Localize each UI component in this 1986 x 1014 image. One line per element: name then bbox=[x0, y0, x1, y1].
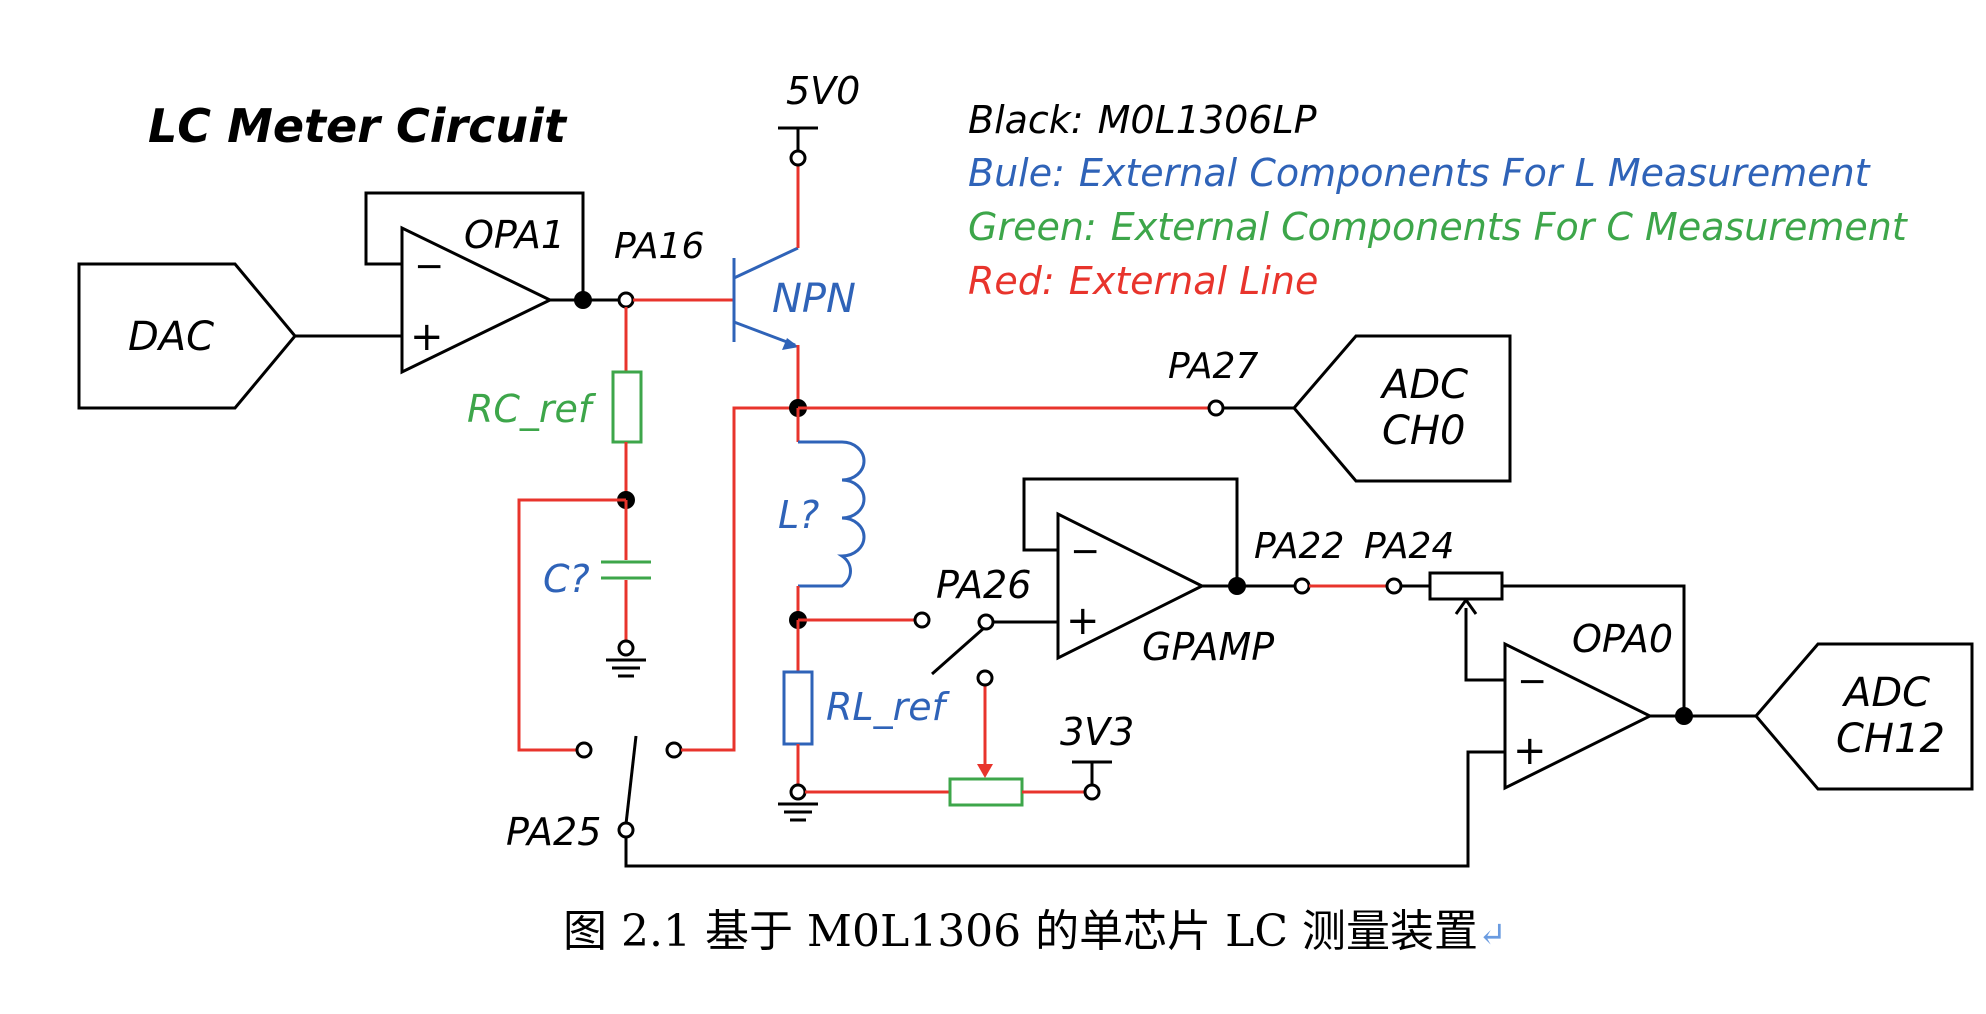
opa0-amplifier: − + OPA0 bbox=[1503, 617, 1673, 791]
legend-green: Green:External Components For C Measurem… bbox=[968, 205, 1909, 249]
pa26-label: PA26 bbox=[936, 563, 1031, 607]
diagram-title: LC Meter Circuit bbox=[148, 99, 568, 153]
pa22-pin bbox=[1293, 577, 1311, 595]
dac-label: DAC bbox=[128, 314, 214, 360]
pa24-pin bbox=[1385, 577, 1403, 595]
gpamp-label: GPAMP bbox=[1142, 625, 1274, 669]
pa25-label: PA25 bbox=[506, 810, 601, 854]
npn-transistor: NPN bbox=[732, 246, 856, 350]
legend-black: Black:M0L1306LP bbox=[968, 98, 1317, 142]
l-unknown-inductor: L? bbox=[778, 440, 866, 588]
pa16-pin bbox=[617, 291, 635, 309]
dac-block: DAC bbox=[77, 262, 297, 410]
figure-caption: 图 2.1 基于 M0L1306 的单芯片 LC 测量装置↵ bbox=[563, 906, 1507, 957]
return-mark-icon: ↵ bbox=[1478, 915, 1507, 955]
rc-ref-label: RC_ref bbox=[467, 387, 597, 431]
rl-ref-resistor: RL_ref bbox=[782, 670, 951, 746]
npn-label: NPN bbox=[772, 276, 856, 322]
v33-label: 3V3 bbox=[1060, 710, 1134, 754]
legend-blue: Bule:External Components For L Measureme… bbox=[968, 151, 1872, 195]
svg-text:ADC: ADC bbox=[1841, 670, 1930, 716]
pa27-label: PA27 bbox=[1168, 346, 1258, 387]
adc-ch0-block: ADC CH0 bbox=[1292, 334, 1512, 483]
gpamp-amplifier: − + GPAMP bbox=[1056, 511, 1274, 669]
pa24-label: PA24 bbox=[1364, 526, 1454, 567]
opa0-label: OPA0 bbox=[1572, 617, 1673, 661]
ground-symbol bbox=[606, 639, 646, 678]
rl-ref-label: RL_ref bbox=[826, 685, 951, 729]
c-unknown-label: C? bbox=[543, 557, 590, 601]
l-unknown-label: L? bbox=[778, 493, 819, 537]
ground-symbol-2 bbox=[778, 783, 818, 822]
v5-pin bbox=[789, 149, 807, 167]
svg-text:ADC: ADC bbox=[1379, 362, 1468, 408]
pa16-label: PA16 bbox=[614, 226, 704, 267]
svg-text:CH12: CH12 bbox=[1836, 716, 1945, 762]
legend-red: Red:External Line bbox=[968, 259, 1318, 303]
adc-ch12-block: ADC CH12 bbox=[1754, 642, 1974, 791]
c-unknown-capacitor: C? bbox=[543, 557, 651, 601]
rc-ref-resistor: RC_ref bbox=[467, 370, 643, 444]
color-legend: Black:M0L1306LP Bule:External Components… bbox=[968, 98, 1909, 303]
trim-potentiometer bbox=[948, 680, 1024, 807]
svg-text:+: + bbox=[1066, 598, 1100, 644]
opa1-label: OPA1 bbox=[464, 213, 565, 257]
pa25-pin bbox=[617, 821, 635, 839]
svg-text:CH0: CH0 bbox=[1382, 408, 1465, 454]
pa25-switch bbox=[624, 735, 638, 825]
v5-label: 5V0 bbox=[786, 69, 860, 113]
pa22-label: PA22 bbox=[1254, 526, 1344, 567]
v33-pin bbox=[1083, 783, 1101, 801]
pa26-switch bbox=[931, 626, 985, 676]
svg-text:−: − bbox=[1517, 661, 1547, 702]
opa1-amplifier: − + OPA1 bbox=[400, 213, 565, 375]
pa27-pin bbox=[1207, 399, 1225, 417]
svg-text:+: + bbox=[1513, 728, 1547, 774]
svg-text:−: − bbox=[1070, 531, 1100, 572]
svg-text:−: − bbox=[414, 246, 444, 287]
svg-text:+: + bbox=[410, 314, 444, 360]
pa26-pin bbox=[977, 613, 995, 631]
